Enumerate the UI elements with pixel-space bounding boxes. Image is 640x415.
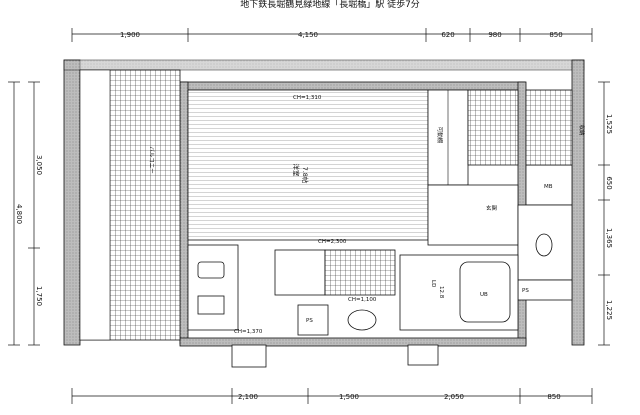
dim-bottom-3: 2,050 [444, 393, 464, 401]
store-label: 収納 [578, 124, 586, 136]
dim-right-1: 1,525 [605, 114, 613, 134]
ch-mid-label: CH=2,300 [318, 239, 347, 245]
lr-size: 12.8 [438, 286, 444, 299]
dim-right-3: 1,365 [605, 228, 613, 248]
ps-left-box [297, 304, 329, 336]
washroom [274, 249, 326, 296]
entry-label: 玄関 [486, 204, 498, 212]
left-dimension-lines [8, 81, 40, 346]
western-room-label: 洋室 [292, 164, 301, 178]
ub-label: UB [480, 292, 488, 298]
page-title: 地下鉄長堀鶴見緑地線「長堀橋」駅 徒歩7分 [240, 0, 420, 10]
kitchen-area [467, 89, 519, 166]
dim-bottom-1: 2,100 [238, 393, 258, 401]
lr-label: LD [430, 280, 436, 287]
ch-top-label: CH=1,310 [293, 95, 322, 101]
dim-top-4: 980 [488, 31, 501, 39]
ps-left-label: PS [306, 318, 313, 324]
sink-icon [197, 261, 225, 279]
dim-right-2: 650 [605, 176, 613, 189]
top-dimension-line [71, 28, 593, 42]
bottom-dimension-line [71, 388, 593, 404]
dim-left-upper: 3,050 [35, 155, 43, 175]
bathtub-icon [459, 261, 511, 323]
dim-right-4: 1,225 [605, 300, 613, 320]
ch-hall-label: CH=1,100 [348, 297, 377, 303]
storage-note: 可動棚 [436, 127, 444, 144]
dim-top-3: 620 [441, 31, 454, 39]
balcony-label: バルコニー [148, 146, 155, 173]
ps-right-label: PS [522, 288, 529, 294]
bottom-box-left [231, 344, 267, 368]
mb-closet [525, 164, 573, 206]
dim-left-lower: 1,750 [35, 286, 43, 306]
dim-left-outer: 4,800 [15, 204, 23, 224]
bottom-box-right [407, 344, 439, 366]
stove-icon [197, 295, 225, 315]
dim-top-2: 4,150 [298, 31, 318, 39]
washbasin-icon [347, 309, 377, 331]
outer-walls [63, 59, 585, 347]
tiled-hall [324, 249, 396, 296]
entry-tiled [525, 89, 573, 166]
balcony-left-plain-strip [79, 69, 111, 341]
corridor [427, 184, 519, 246]
dim-bottom-4: 850 [547, 393, 560, 401]
toilet-icon [535, 233, 553, 257]
dim-top-1: 1,900 [120, 31, 140, 39]
right-dimension-line [598, 81, 610, 346]
dim-top-5: 850 [549, 31, 562, 39]
ch-kitchen-label: CH=1,370 [234, 329, 263, 335]
kitchen-counter [187, 244, 239, 331]
western-room-size: 7.8帖 [301, 167, 310, 184]
mb-label: MB [544, 184, 553, 190]
dim-bottom-2: 1,500 [339, 393, 359, 401]
western-room [187, 89, 429, 241]
